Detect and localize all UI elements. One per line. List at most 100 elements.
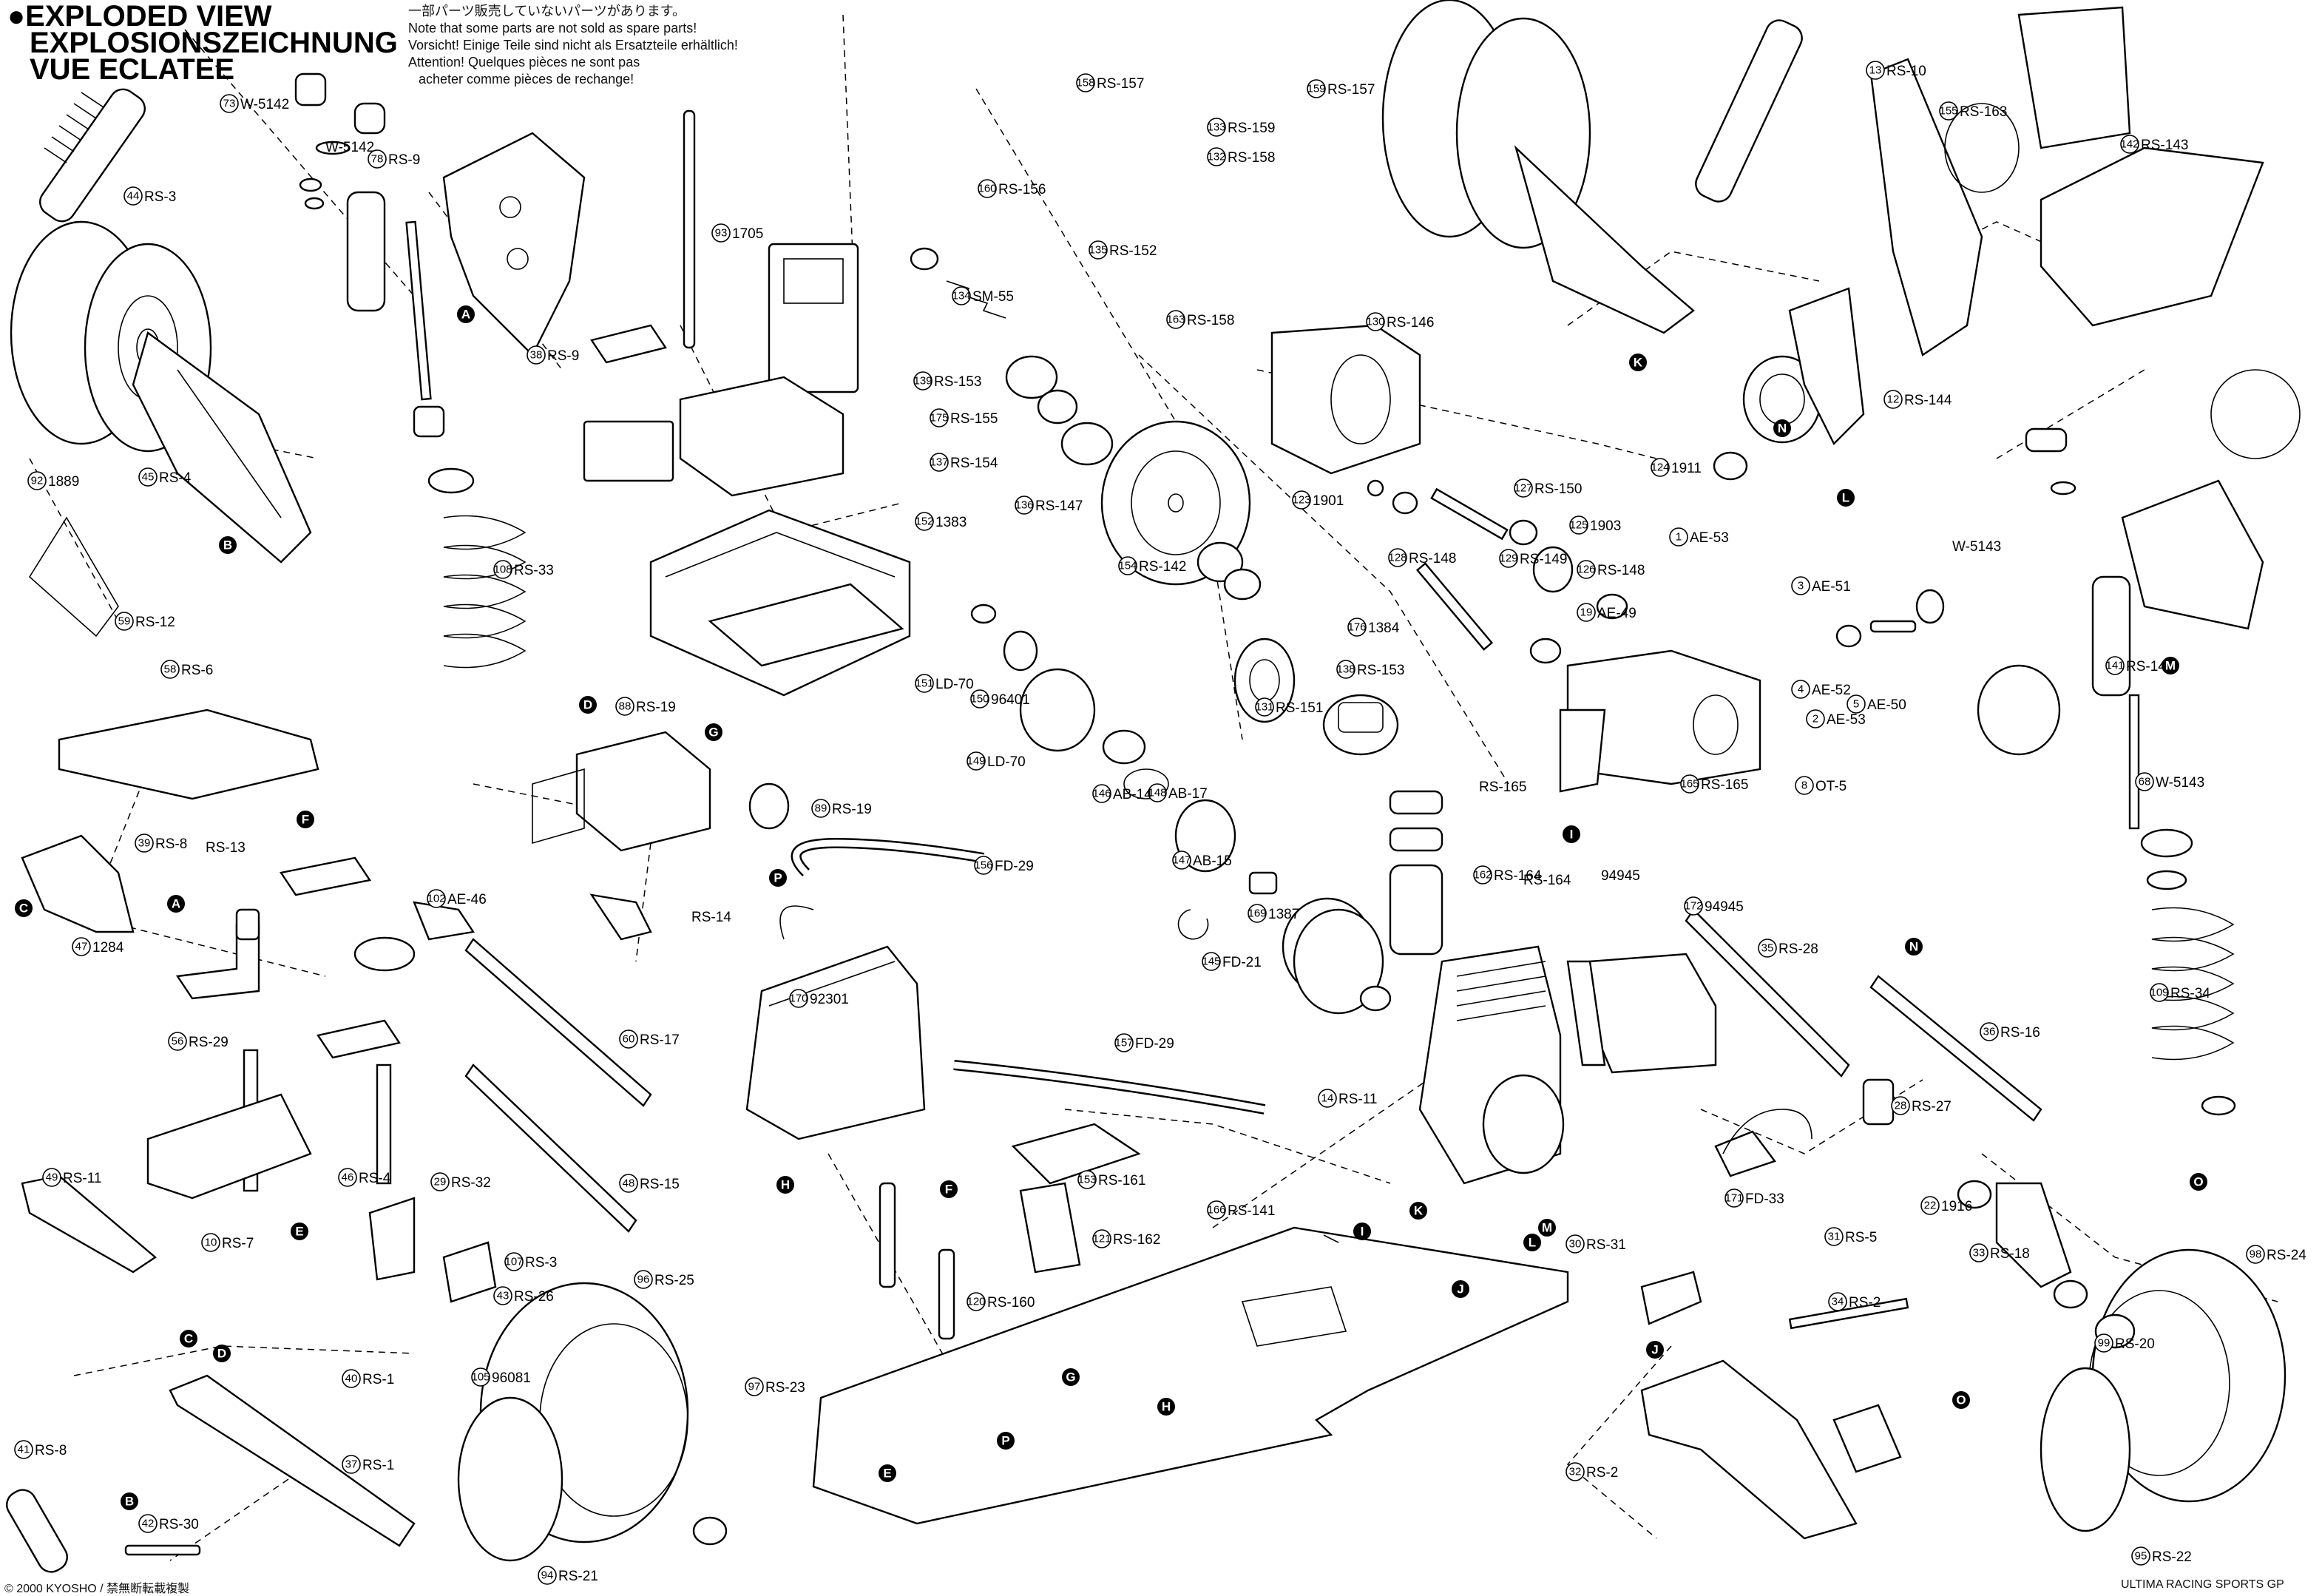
front-right-wheel: [2040, 1248, 2287, 1532]
callout-number: 58: [164, 663, 177, 676]
callout-circle: [1684, 896, 1703, 916]
marker-letter: B: [223, 538, 232, 552]
callout-number: 19: [1580, 606, 1593, 619]
front-bulkhead-left: [21, 834, 135, 933]
callout-circle: [1202, 952, 1221, 971]
callout-circle: [1891, 1096, 1910, 1115]
callout-circle: [1566, 1462, 1585, 1481]
marker-dot: [1062, 1368, 1080, 1386]
callout-circle: [930, 408, 949, 427]
callout-number: 22: [1924, 1200, 1937, 1212]
marker-dot: [457, 305, 475, 323]
callout-circle: [615, 697, 634, 716]
callout-number: 73: [223, 98, 236, 110]
notice-jp: 一部パーツ販売していないパーツがあります。: [408, 4, 686, 18]
callout-number: 4: [1798, 683, 1804, 696]
callout-number: 49: [46, 1171, 58, 1184]
front-arm-right: [1640, 1271, 1909, 1540]
callout-circle: [138, 467, 158, 487]
callout-circle: [1148, 783, 1167, 802]
callout-number: 155: [1939, 105, 1957, 118]
callout-number: 56: [172, 1035, 184, 1048]
callout-number: 1: [1676, 531, 1682, 544]
callout-code: RS-147: [1035, 498, 1083, 514]
callout-code: LD-70: [987, 754, 1026, 770]
callout-code: RS-26: [514, 1289, 554, 1305]
callout-code: RS-11: [1338, 1092, 1377, 1107]
callout-circle: [72, 937, 91, 956]
marker-letter: P: [774, 871, 782, 885]
callout-number: 107: [504, 1256, 523, 1268]
callout-code: RS-143: [2141, 138, 2188, 153]
callout-code: RS-161: [1098, 1173, 1145, 1188]
servo-saver-rods: [464, 938, 652, 1233]
wing-mount: [1944, 6, 2301, 459]
marker-dot: [219, 536, 237, 554]
callout-circle: [1077, 1170, 1097, 1189]
callout-circle: [27, 471, 47, 490]
marker-dot: [2190, 1173, 2207, 1191]
marker-letter: O: [1956, 1393, 1966, 1407]
callout-circle: [2094, 1333, 2113, 1353]
callout-circle: [1092, 784, 1111, 803]
marker-dot: [291, 1223, 308, 1240]
callout-code: RS-144: [1904, 393, 1952, 408]
callout-code: W-5143: [2156, 775, 2204, 791]
callout-number: 135: [1089, 244, 1107, 257]
callout-code: RS-165: [1701, 777, 1748, 793]
callout-number: 109: [2150, 987, 2168, 999]
notice-fr-2: acheter comme pièces de rechange!: [419, 72, 634, 87]
callout-circle: [1255, 697, 1274, 717]
callout-number: 46: [342, 1171, 354, 1184]
callout-circle: [201, 1233, 220, 1252]
spur-gear: [1100, 420, 1262, 601]
callout-number: 127: [1514, 482, 1532, 495]
callout-number: 99: [2098, 1337, 2111, 1350]
marker-dot: [1538, 1219, 1556, 1237]
callout-number: 29: [434, 1176, 447, 1188]
notice-fr-1: Attention! Quelques pièces ne sont pas: [408, 55, 640, 70]
callout-circle: [1207, 118, 1226, 137]
callout-circle: [915, 674, 934, 693]
callout-circle: [220, 94, 239, 113]
callout-code: 96081: [492, 1370, 531, 1386]
callout-circle: [1758, 939, 1777, 958]
callout-number: 39: [138, 837, 151, 850]
marker-letter: B: [125, 1495, 134, 1509]
callout-code: 1387: [1268, 907, 1299, 922]
callout-circle: [2105, 656, 2125, 675]
callout-number: 136: [1015, 499, 1033, 512]
callout-number: 163: [1166, 314, 1185, 326]
callout-code: RS-156: [998, 182, 1046, 197]
callout-circle: [1114, 1033, 1134, 1052]
marker-letter: M: [1542, 1221, 1552, 1235]
callout-code: RS-159: [1228, 121, 1275, 136]
callout-code: 1383: [935, 515, 967, 530]
callout-number: 33: [1973, 1247, 1986, 1259]
callout-code: RS-1: [362, 1372, 394, 1387]
callout-number: 121: [1092, 1233, 1111, 1245]
callout-circle: [1318, 1089, 1337, 1108]
callout-number: 148: [1148, 787, 1166, 799]
callout-number: 45: [142, 471, 155, 484]
knuckle-left: [368, 1197, 497, 1303]
callout-circle: [471, 1367, 490, 1387]
callout-code: RS-146: [1387, 315, 1434, 331]
callout-number: 105: [471, 1371, 490, 1384]
callout-code: AE-50: [1867, 697, 1906, 713]
callout-code: RS-16: [2000, 1025, 2040, 1041]
callout-circle: [915, 512, 934, 531]
copyright: © 2000 KYOSHO / 禁無断転載複製: [4, 1583, 190, 1595]
callout-code: RS-33: [514, 563, 554, 578]
callout-code: AE-53: [1827, 712, 1866, 728]
group-label: W-5143: [1952, 539, 2001, 555]
callout-number: 34: [1832, 1296, 1844, 1308]
callout-code: RS-4: [159, 470, 192, 486]
callout-circle: [913, 371, 932, 390]
callout-circle: [1577, 560, 1596, 579]
callout-number: 95: [2135, 1550, 2147, 1563]
page-title: ●EXPLODED VIEW: [7, 1, 272, 31]
callout-circle: [2135, 772, 2154, 791]
callout-code: RS-162: [1113, 1232, 1160, 1248]
callout-number: 5: [1853, 698, 1859, 711]
